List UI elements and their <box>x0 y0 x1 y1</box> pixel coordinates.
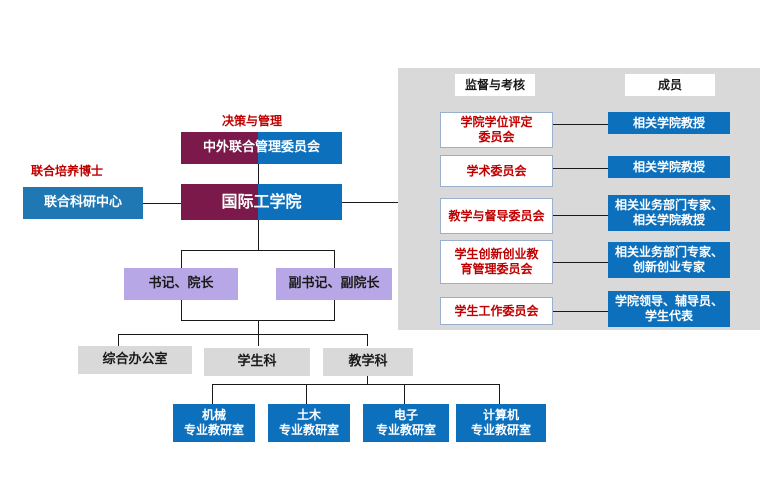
international-engineering-institute: 国际工学院 <box>181 184 342 220</box>
unit-mechanical: 机械 专业教研室 <box>173 404 255 442</box>
office-general: 综合办公室 <box>78 346 192 374</box>
connector-center-institute <box>143 203 181 204</box>
connector-unit3 <box>404 384 405 404</box>
connector-leader2-down <box>334 300 335 320</box>
supervision-header: 监督与考核 <box>455 74 535 96</box>
connector-to-offices <box>258 320 259 334</box>
members-teaching-supervision: 相关业务部门专家、 相关学院教授 <box>608 195 730 231</box>
members-innovation: 相关业务部门专家、 创新创业专家 <box>608 242 730 278</box>
committee-innovation: 学生创新创业教 育管理委员会 <box>440 240 553 284</box>
unit-computer: 计算机 专业教研室 <box>456 404 546 442</box>
members-degree: 相关学院教授 <box>608 112 730 134</box>
members-student-affairs: 学院领导、辅导员、 学生代表 <box>608 291 730 327</box>
connector-teaching-down <box>367 376 368 384</box>
connector-unit2 <box>306 384 307 404</box>
connector-office1 <box>118 334 119 346</box>
unit-electronics: 电子 专业教研室 <box>363 404 449 442</box>
connector-office2 <box>258 334 259 346</box>
connector-leader1-down <box>181 300 182 320</box>
decision-label: 决策与管理 <box>222 114 283 128</box>
connector-committee3-member <box>553 215 608 216</box>
office-teaching: 教学科 <box>323 348 413 376</box>
connector-unit4 <box>499 384 500 404</box>
connector-institute-panel <box>342 202 398 203</box>
connector-units-bar <box>212 384 500 385</box>
committee-left-fill <box>181 132 258 164</box>
committee-student-affairs: 学生工作委员会 <box>440 297 553 325</box>
joint-management-committee: 中外联合管理委员会 <box>181 132 342 164</box>
institute-left-fill <box>181 184 258 220</box>
leader-deputy: 副书记、副院长 <box>276 268 392 300</box>
connector-unit1 <box>212 384 213 404</box>
members-academic: 相关学院教授 <box>608 156 730 178</box>
connector-leader1-up <box>181 250 182 268</box>
connector-leaders-top <box>181 250 335 251</box>
members-header: 成员 <box>625 74 715 96</box>
committee-degree: 学院学位评定 委员会 <box>440 112 553 148</box>
institute-right-fill <box>258 184 342 220</box>
connector-committee4-member <box>553 262 608 263</box>
leader-secretary-dean: 书记、院长 <box>124 268 238 300</box>
connector-committee2-member <box>553 168 608 169</box>
connector-committee1-member <box>553 124 608 125</box>
connector-offices-bar <box>118 334 368 335</box>
unit-civil: 土木 专业教研室 <box>268 404 350 442</box>
committee-teaching-supervision: 教学与督导委员会 <box>440 198 553 234</box>
connector-committee5-member <box>553 311 608 312</box>
connector-committee-institute <box>258 164 259 184</box>
joint-phd-label: 联合培养博士 <box>31 164 104 178</box>
connector-office3 <box>367 334 368 346</box>
connector-leader2-up <box>334 250 335 268</box>
committee-right-fill <box>258 132 342 164</box>
joint-research-center: 联合科研中心 <box>23 187 143 219</box>
office-student: 学生科 <box>204 348 310 376</box>
committee-label: 中外联合管理委员会 <box>202 139 320 155</box>
institute-label: 国际工学院 <box>221 192 302 211</box>
connector-institute-down <box>258 220 259 250</box>
committee-academic: 学术委员会 <box>440 155 553 187</box>
